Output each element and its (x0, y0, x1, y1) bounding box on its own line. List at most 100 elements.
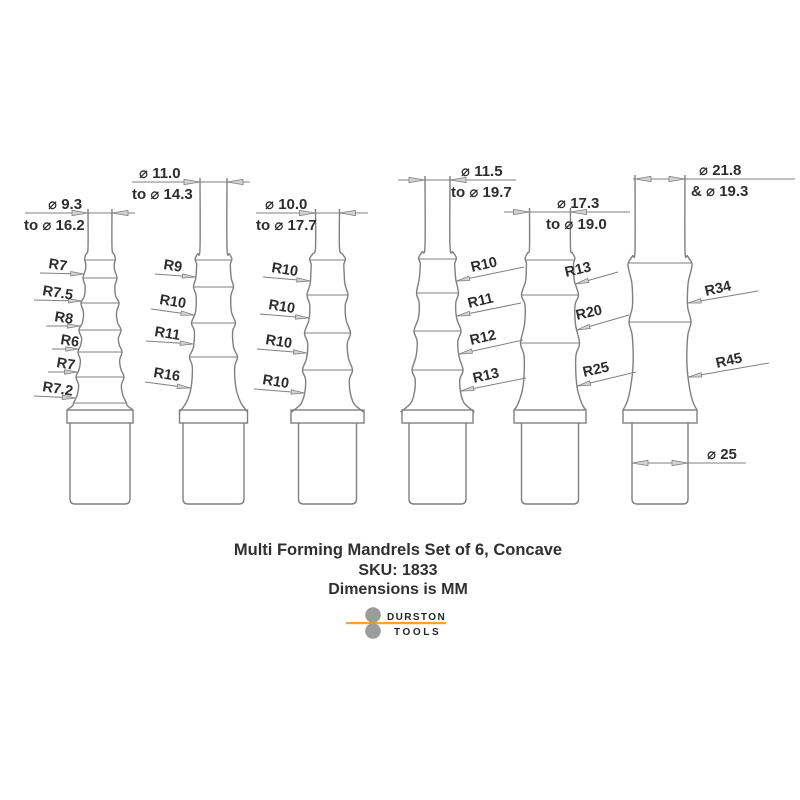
mandrel-3-outline-right (338, 208, 364, 413)
mandrel-6-radius-label-2: R45 (714, 350, 744, 372)
leader-arrow (176, 383, 191, 389)
mandrel-4-radius-label-2: R11 (466, 291, 495, 312)
drawing-title: Multi Forming Mandrels Set of 6, Concave (234, 541, 562, 559)
logo-brand-name: DURSTON (387, 612, 446, 623)
mandrel-1-shank (69, 423, 131, 505)
dimension-arrow (111, 209, 129, 217)
leader-arrow (66, 323, 81, 329)
mandrel-5-radius-label-1: R13 (563, 259, 593, 281)
dimension-arrow (631, 459, 649, 467)
mandrel-2-radius-label-1: R9 (162, 257, 183, 276)
mandrel-1-outline-right (111, 208, 134, 411)
mandrel-1-flange (66, 409, 134, 424)
leader-arrow (70, 271, 84, 277)
mandrel-6-diameter-label-2: & ⌀ 19.3 (691, 183, 748, 200)
mandrel-3-radius-label-2: R10 (267, 297, 296, 317)
dimension-arrow (634, 175, 652, 183)
mandrel-3-radius-label-1: R10 (270, 260, 299, 280)
leader-arrow (688, 298, 702, 304)
mandrel-2-flange (178, 409, 249, 424)
dimension-arrow (71, 209, 89, 217)
mandrel-5-outline-right (569, 207, 587, 411)
leader-arrow (294, 314, 309, 320)
mandrel-4-diameter-label-2: to ⌀ 19.7 (451, 184, 512, 201)
dimension-arrow (449, 176, 467, 184)
leader-arrow (575, 277, 590, 285)
mandrel-3-radius-label-4: R10 (261, 372, 290, 392)
logo-brand-sub: TOOLS (394, 627, 441, 638)
mandrel-1-radius-label-3: R8 (53, 309, 74, 328)
dimension-arrow (668, 175, 686, 183)
leader-arrow (577, 323, 591, 331)
leader-arrow (181, 273, 196, 279)
mandrel-1-diameter-label-2: to ⌀ 16.2 (24, 217, 85, 234)
mandrel-3-radius-label-3: R10 (264, 332, 293, 352)
mandrel-5-outline-left (513, 207, 531, 411)
mandrel-1-outline-left (66, 208, 89, 411)
mandrel-4-radius-label-1: R10 (469, 254, 499, 276)
mandrel-1-radius-label-4: R6 (59, 332, 80, 351)
mandrel-5-flange (513, 409, 587, 424)
mandrel-5-diameter-label-2: to ⌀ 19.0 (546, 216, 607, 233)
leader-arrow (456, 310, 471, 317)
mandrel-6-flange (622, 409, 698, 424)
leader-arrow (577, 380, 592, 387)
mandrel-2-radius-label-2: R10 (158, 292, 187, 312)
mandrel-4-outline-left (400, 175, 426, 413)
leader-arrow (180, 310, 195, 316)
logo-roll-bottom-icon (365, 623, 381, 639)
mandrel-2-shank (182, 423, 245, 505)
mandrel-4-diameter-label-1: ⌀ 11.5 (461, 163, 503, 180)
mandrel-2-diameter-label-1: ⌀ 11.0 (139, 165, 181, 182)
dimension-arrow (339, 209, 356, 217)
mandrel-1-radius-label-6: R7.2 (41, 379, 74, 400)
mandrel-6-leader-line (688, 362, 770, 378)
mandrel-6-radius-label-1: R34 (703, 278, 733, 300)
mandrel-1-radius-label-5: R7 (55, 355, 76, 374)
mandrel-4-flange (401, 409, 474, 424)
dimension-arrow (408, 176, 426, 184)
mandrel-5-radius-label-2: R20 (574, 302, 604, 324)
mandrel-5-radius-label-3: R25 (581, 359, 611, 381)
leader-arrow (296, 277, 310, 283)
mandrel-1-radius-label-2: R7.5 (41, 283, 74, 304)
mandrel-5-diameter-label-1: ⌀ 17.3 (557, 195, 599, 212)
dimension-arrow (513, 208, 530, 216)
mandrel-4-outline-right (449, 175, 475, 413)
mandrel-2-radius-label-4: R16 (152, 365, 181, 385)
logo-accent-line (346, 622, 446, 625)
mandrel-2-outline-right (226, 177, 249, 413)
leader-arrow (456, 275, 471, 282)
mandrel-1-radius-label-1: R7 (47, 256, 68, 275)
leader-arrow (61, 394, 76, 401)
dimension-arrow (570, 208, 587, 216)
leader-arrow (179, 340, 194, 346)
logo-roll-top-icon (365, 607, 381, 623)
mandrel-3-flange (290, 409, 365, 424)
leader-arrow (64, 369, 78, 375)
mandrel-3-diameter-label-1: ⌀ 10.0 (265, 196, 307, 213)
mandrel-3-diameter-label-2: to ⌀ 17.7 (256, 217, 317, 234)
leader-arrow (65, 346, 79, 352)
dimension-arrow (226, 178, 244, 186)
leader-arrow (460, 385, 475, 392)
mandrel-2-diameter-label-2: to ⌀ 14.3 (132, 186, 193, 203)
mandrel-3-outline-left (291, 208, 317, 413)
leader-arrow (290, 389, 305, 395)
mandrel-4-radius-label-3: R12 (468, 327, 498, 349)
mandrel-5-shank (520, 423, 580, 505)
dimension-arrow (671, 459, 689, 467)
mandrel-6-shank-diameter-label: ⌀ 25 (707, 446, 737, 463)
leader-arrow (292, 349, 307, 355)
mandrel-6-outline-left (622, 174, 636, 411)
dimension-arrow (299, 209, 316, 217)
mandrel-4-radius-label-4: R13 (471, 365, 501, 387)
mandrel-2-outline-left (178, 177, 201, 413)
mandrel-2-radius-label-3: R11 (153, 324, 181, 344)
mandrel-6-outline-right (684, 174, 698, 411)
leader-arrow (688, 372, 703, 378)
leader-arrow (68, 298, 82, 304)
dimension-arrow (183, 178, 201, 186)
